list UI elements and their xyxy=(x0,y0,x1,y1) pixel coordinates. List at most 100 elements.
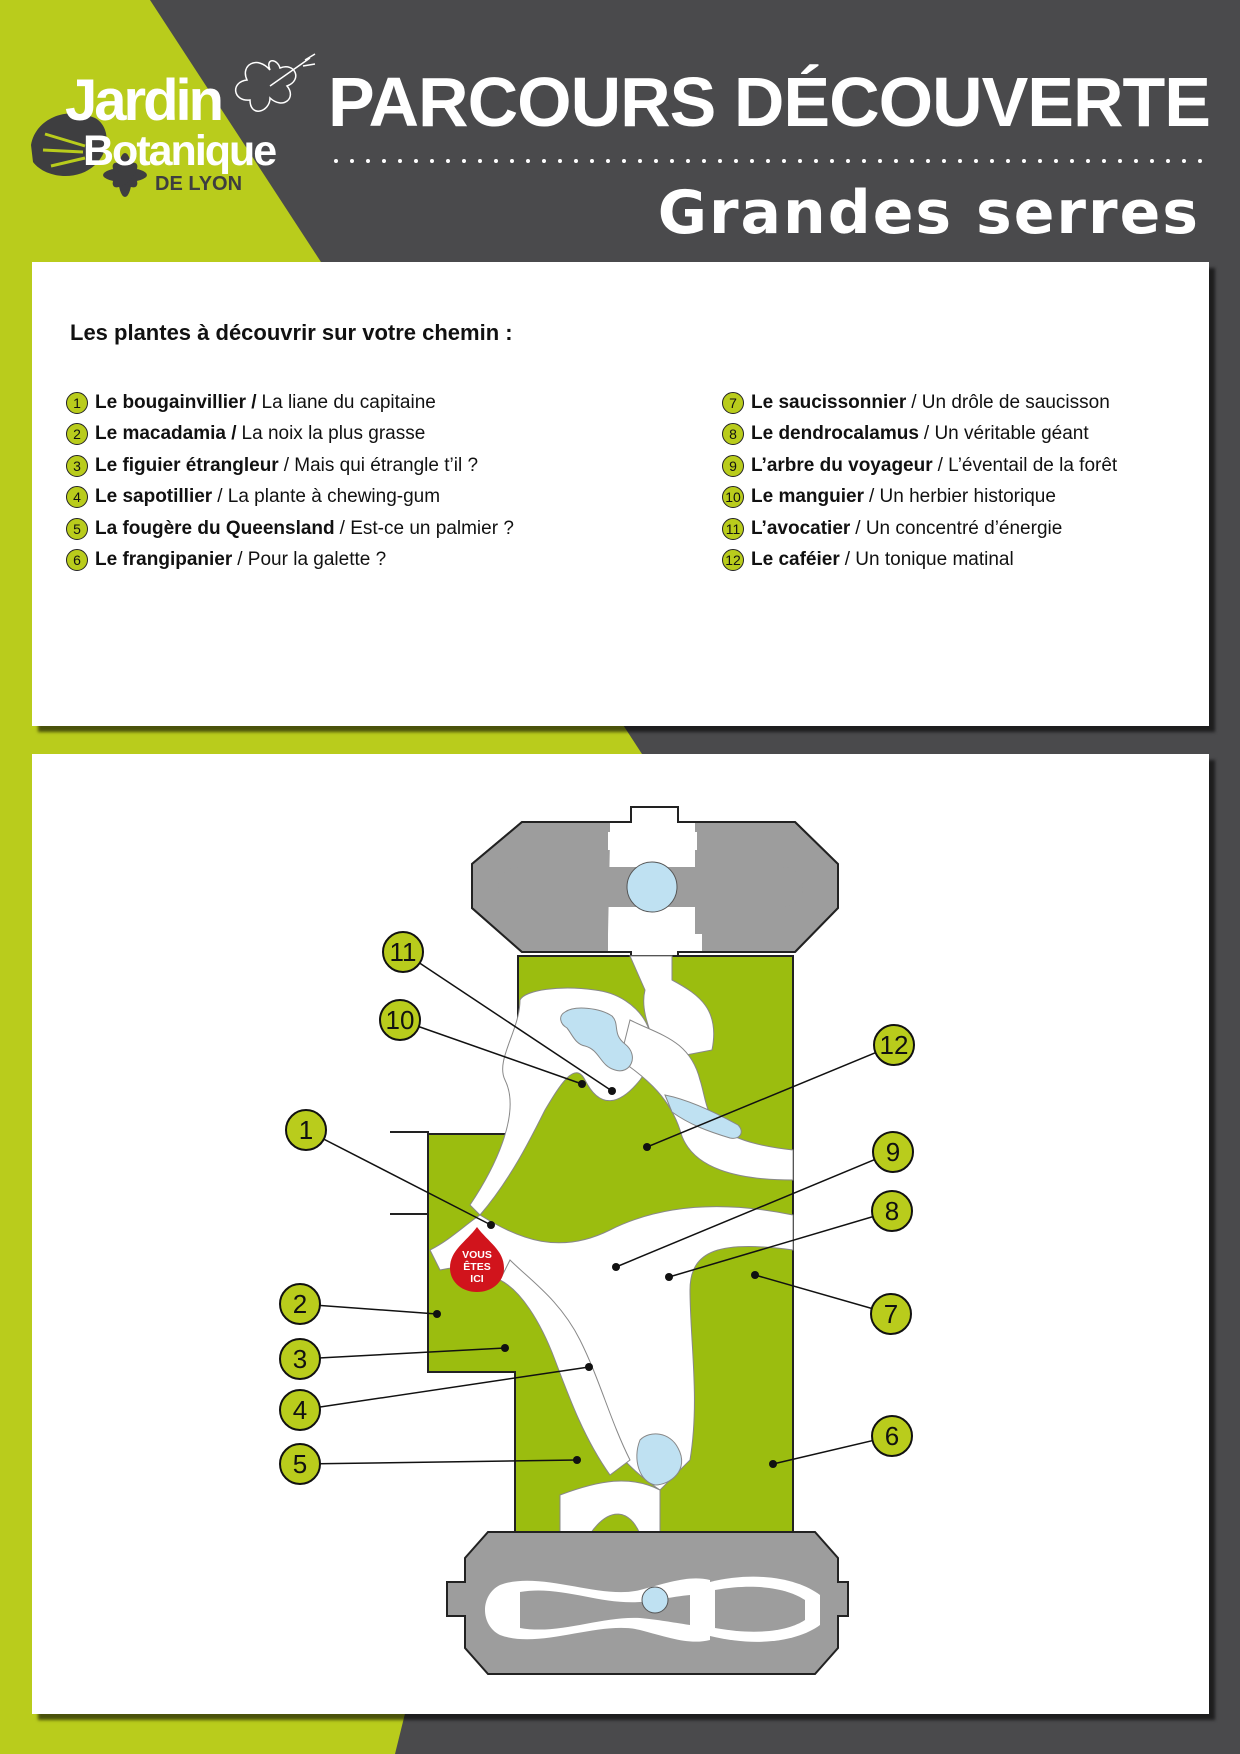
plant-list-right: 7 Le saucissonnier/ Un drôle de saucisson… xyxy=(722,387,1117,576)
map-label-circle-12[interactable] xyxy=(873,1024,915,1066)
monstera-leaf-icon xyxy=(31,113,107,177)
plant-description: / L’éventail de la forêt xyxy=(937,454,1118,476)
map-label-2: 2 xyxy=(293,1289,307,1319)
plant-name: Le caféier xyxy=(751,549,840,571)
map-label-circle-1[interactable] xyxy=(285,1109,327,1151)
map-label-5: 5 xyxy=(293,1449,307,1479)
callout-line-9 xyxy=(615,1151,894,1268)
map-label-6: 6 xyxy=(885,1421,899,1451)
plant-item-4: 4 Le sapotillier/ La plante à chewing-gum xyxy=(66,482,514,514)
map-label-circle-6[interactable] xyxy=(871,1415,913,1457)
plant-name: La fougère du Queensland xyxy=(95,517,335,539)
plant-name: Le bougainvillier / xyxy=(95,391,257,413)
you-are-here-line2: ÊTES xyxy=(463,1260,490,1273)
map-label-circle-9[interactable] xyxy=(872,1131,914,1173)
plant-number-badge: 8 xyxy=(722,423,744,446)
plant-number-badge: 4 xyxy=(66,486,88,509)
callout-line-5 xyxy=(299,1459,578,1465)
plant-location-dot-10 xyxy=(578,1080,586,1088)
plant-location-dot-6 xyxy=(769,1460,777,1468)
map-label-7: 7 xyxy=(884,1299,898,1329)
plant-location-dot-7 xyxy=(751,1271,759,1279)
plant-location-dot-9 xyxy=(612,1263,620,1271)
map-label-4: 4 xyxy=(293,1395,307,1425)
logo-de-lyon: DE LYON xyxy=(155,173,242,195)
plant-number-badge: 7 xyxy=(722,391,744,414)
plant-item-11: 11 L’avocatier/ Un concentré d’énergie xyxy=(722,513,1117,545)
north-pond xyxy=(626,861,678,913)
callout-line-12 xyxy=(646,1044,895,1148)
map-label-circle-8[interactable] xyxy=(871,1190,913,1232)
callout-line-1 xyxy=(305,1129,492,1226)
map-label-circle-2[interactable] xyxy=(279,1283,321,1325)
plant-location-dot-1 xyxy=(487,1221,495,1229)
plant-description: / Un herbier historique xyxy=(868,486,1056,508)
map-label-8: 8 xyxy=(885,1196,899,1226)
plant-description: / Un drôle de saucisson xyxy=(911,391,1110,413)
plant-name: Le macadamia / xyxy=(95,423,237,445)
plant-number-badge: 9 xyxy=(722,454,744,477)
dotted-divider xyxy=(334,159,1213,163)
plant-description: / Un concentré d’énergie xyxy=(855,517,1063,539)
callout-line-7 xyxy=(754,1274,892,1315)
plant-name: Le sapotillier xyxy=(95,486,213,508)
map-label-9: 9 xyxy=(886,1137,900,1167)
map-label-circle-11[interactable] xyxy=(382,931,424,973)
plant-list-heading: Les plantes à découvrir sur votre chemin… xyxy=(70,320,513,345)
you-are-here-line1: VOUS xyxy=(462,1249,492,1261)
plant-number-badge: 12 xyxy=(722,549,744,572)
page-subtitle: Grandes serres xyxy=(657,178,1200,248)
plant-name: Le dendrocalamus xyxy=(751,423,919,445)
plant-name: L’arbre du voyageur xyxy=(751,454,933,476)
plant-name: Le saucissonnier xyxy=(751,391,907,413)
plant-name: L’avocatier xyxy=(751,517,851,539)
plant-number-badge: 2 xyxy=(66,423,88,446)
map-label-circle-7[interactable] xyxy=(870,1293,912,1335)
plant-item-3: 3 Le figuier étrangleur/ Mais qui étrangl… xyxy=(66,450,514,482)
plant-number-badge: 1 xyxy=(66,391,88,414)
main-greenhouse xyxy=(390,955,794,1535)
you-are-here-line3: ICI xyxy=(470,1273,484,1285)
map-label-1: 1 xyxy=(299,1115,313,1145)
you-are-here-marker[interactable]: VOUS ÊTES ICI xyxy=(450,1227,504,1292)
map-label-10: 10 xyxy=(386,1005,415,1035)
jardin-botanique-logo: Jardin Botanique DE LYON xyxy=(31,53,316,197)
plant-number-badge: 10 xyxy=(722,486,744,509)
callout-line-10 xyxy=(399,1019,583,1085)
callout-line-8 xyxy=(668,1210,893,1278)
plant-number-badge: 5 xyxy=(66,517,88,540)
plant-item-9: 9 L’arbre du voyageur/ L’éventail de la f… xyxy=(722,450,1117,482)
lake-south xyxy=(636,1433,683,1486)
plant-name: Le figuier étrangleur xyxy=(95,454,279,476)
plant-item-10: 10 Le manguier/ Un herbier historique xyxy=(722,482,1117,514)
map-label-circle-5[interactable] xyxy=(279,1443,321,1485)
map-label-circle-10[interactable] xyxy=(379,999,421,1041)
hibiscus-flower-icon xyxy=(235,53,316,112)
map-label-circle-3[interactable] xyxy=(279,1338,321,1380)
plant-location-dot-12 xyxy=(643,1143,651,1151)
plant-number-badge: 3 xyxy=(66,454,88,477)
map-label-circle-4[interactable] xyxy=(279,1389,321,1431)
plant-number-badge: 6 xyxy=(66,549,88,572)
plant-location-dot-11 xyxy=(608,1087,616,1095)
plant-description: / Mais qui étrangle t’il ? xyxy=(283,454,479,476)
plant-description: / La plante à chewing-gum xyxy=(217,486,441,508)
callout-line-11 xyxy=(402,951,613,1092)
lake-north xyxy=(560,1007,633,1072)
plant-location-dot-4 xyxy=(585,1363,593,1371)
plant-number-badge: 11 xyxy=(722,517,744,540)
lake-middle xyxy=(664,1094,742,1139)
plant-location-dot-3 xyxy=(501,1344,509,1352)
map-label-12: 12 xyxy=(880,1030,909,1060)
callout-line-2 xyxy=(299,1303,438,1315)
plant-name: Le manguier xyxy=(751,486,864,508)
